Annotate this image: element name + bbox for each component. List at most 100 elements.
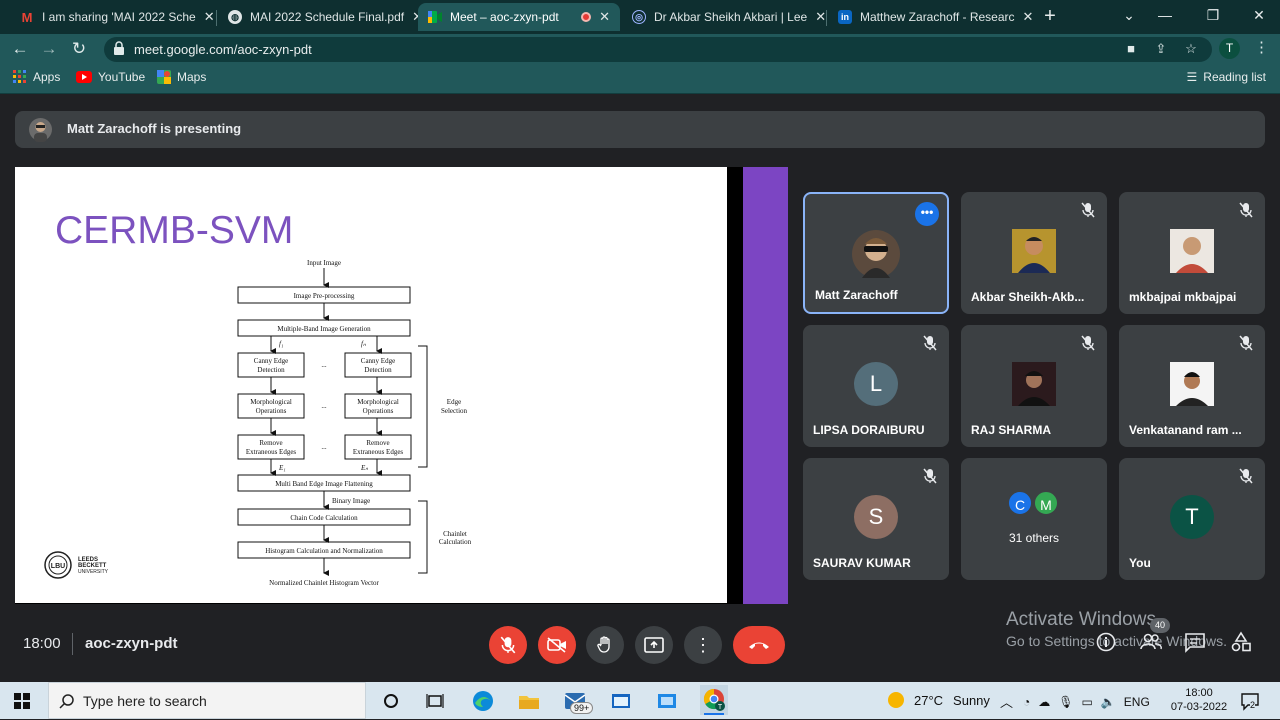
bookmark-apps[interactable]: Apps (13, 70, 60, 84)
back-icon[interactable]: ← (11, 39, 29, 58)
bookmark-label: Apps (33, 70, 61, 84)
presenter-avatar (29, 118, 52, 142)
system-clock[interactable]: 18:00 07-03-2022 (1170, 686, 1228, 714)
lock-icon (114, 41, 124, 55)
chat-button[interactable] (1184, 632, 1208, 656)
share-icon[interactable]: ⇪ (1155, 41, 1167, 56)
reload-icon[interactable]: ↻ (71, 39, 87, 58)
battery-icon[interactable]: ▭ (1081, 694, 1093, 709)
microphone-icon[interactable]: 🎙 (1058, 694, 1074, 709)
participant-tile[interactable]: Venkatanand ram ... (1119, 325, 1265, 447)
volume-icon[interactable]: 🔈 (1100, 694, 1116, 709)
participant-tile[interactable]: S SAURAV KUMAR (803, 458, 949, 580)
participant-tile[interactable]: RAJ SHARMA (961, 325, 1107, 447)
tab-profile-page[interactable]: ◎ Dr Akbar Sheikh Akbari | Lee ✕ (622, 3, 827, 31)
tab-search-icon[interactable]: ⌄ (1123, 7, 1135, 23)
reading-list-label: Reading list (1203, 70, 1266, 84)
hang-up-icon (749, 642, 769, 649)
notification-center-button[interactable]: 2 (1240, 691, 1260, 711)
participant-avatar: L (854, 362, 898, 406)
bookmark-youtube[interactable]: YouTube (76, 70, 145, 84)
others-tile[interactable]: C M 31 others (961, 458, 1107, 580)
app-taskbar-button[interactable] (654, 688, 680, 714)
participant-name: Matt Zarachoff (815, 288, 898, 302)
raise-hand-button[interactable] (586, 626, 624, 664)
activities-button[interactable] (1230, 631, 1254, 656)
address-bar[interactable]: meet.google.com/aoc-zxyn-pdt ■ ⇪ ☆ (104, 37, 1212, 62)
window-app-icon (612, 694, 630, 708)
close-icon[interactable]: ✕ (203, 9, 215, 24)
minimize-icon[interactable]: — (1158, 7, 1172, 23)
browser-menu-icon[interactable]: ⋮ (1254, 39, 1269, 56)
network-icon[interactable]: ◔ (1023, 694, 1031, 709)
new-tab-button[interactable]: + (1044, 5, 1056, 27)
university-logo: LBU LEEDS BECKETT UNIVERSITY (43, 550, 123, 584)
participant-name: mkbajpai mkbajpai (1129, 290, 1237, 304)
chrome-icon: T (703, 688, 725, 715)
present-now-button[interactable] (635, 626, 673, 664)
bookmark-star-icon[interactable]: ☆ (1185, 41, 1197, 56)
self-tile[interactable]: T You (1119, 458, 1265, 580)
close-icon[interactable]: ✕ (599, 9, 610, 24)
restore-icon[interactable]: ❐ (1206, 7, 1220, 23)
close-icon[interactable]: ✕ (1022, 9, 1034, 24)
flow-flatten-label: Multi Band Edge Image Flattening (275, 480, 373, 488)
temperature: 27°C (914, 692, 944, 708)
forward-icon[interactable]: → (40, 39, 58, 58)
meeting-details-button[interactable] (1096, 632, 1120, 656)
camera-in-use-icon[interactable]: ■ (1127, 41, 1135, 56)
cortana-button[interactable] (378, 688, 404, 714)
search-placeholder: Type here to search (83, 693, 207, 709)
tab-pdf[interactable]: ◍ MAI 2022 Schedule Final.pdf ✕ (218, 3, 423, 31)
close-window-icon[interactable]: ✕ (1253, 7, 1265, 23)
flow-output-label: Normalized Chainlet Histogram Vector (269, 579, 379, 587)
taskbar-search-box[interactable]: Type here to search (48, 682, 366, 719)
edge-browser-icon (473, 691, 493, 711)
flow-canny-label-l2: Detection (257, 366, 285, 374)
flow-binary-label: Binary Image (332, 497, 370, 505)
tab-gmail[interactable]: M I am sharing 'MAI 2022 Sche ✕ (10, 3, 215, 31)
participant-tile[interactable]: mkbajpai mkbajpai (1119, 192, 1265, 314)
participant-mini-avatar: C (1007, 490, 1033, 516)
tab-linkedin[interactable]: in Matthew Zarachoff - Researc ✕ (828, 3, 1033, 31)
youtube-icon (76, 71, 92, 83)
flow-morph-label-l2: Operations (256, 407, 287, 415)
camera-toggle-button[interactable] (538, 626, 576, 664)
tab-divider (826, 10, 827, 26)
presenter-banner: Matt Zarachoff is presenting (15, 111, 1265, 148)
presentation-slide: CERMB-SVM (15, 167, 727, 603)
edge-taskbar-button[interactable] (470, 688, 496, 714)
participants-button[interactable] (1140, 632, 1164, 656)
flow-canny-label-l1: Canny Edge (361, 357, 395, 365)
maps-icon (157, 70, 171, 84)
task-view-button[interactable] (422, 688, 448, 714)
profile-avatar[interactable]: T (1219, 38, 1240, 59)
weather-widget[interactable]: 27°C Sunny (888, 692, 990, 708)
more-options-icon[interactable]: ••• (915, 202, 939, 226)
participant-name: RAJ SHARMA (971, 423, 1052, 437)
participant-tile[interactable]: ••• Matt Zarachoff (803, 192, 949, 314)
chrome-taskbar-button[interactable]: T (700, 685, 728, 715)
more-options-button[interactable]: ⋮ (684, 626, 722, 664)
close-icon[interactable]: ✕ (815, 9, 827, 24)
participant-tile[interactable]: Akbar Sheikh-Akb... (961, 192, 1107, 314)
participant-mini-avatar: M (1033, 490, 1059, 516)
chevron-up-icon[interactable]: ︿ (1000, 695, 1014, 710)
system-time: 18:00 (1185, 687, 1213, 699)
chainlet-label-l1: Chainlet (443, 530, 467, 538)
language-indicator[interactable]: ENG (1123, 694, 1150, 709)
close-icon[interactable]: ✕ (412, 9, 423, 25)
bookmark-maps[interactable]: Maps (157, 70, 206, 84)
file-explorer-button[interactable] (516, 688, 542, 714)
tab-meet[interactable]: Meet – aoc-zxyn-pdt ✕ (418, 3, 620, 31)
reading-list-button[interactable]: ☰ Reading list (1187, 70, 1266, 84)
leave-call-button[interactable] (733, 626, 785, 664)
cloud-icon[interactable]: ☁ (1038, 694, 1051, 709)
app-taskbar-button[interactable] (608, 688, 634, 714)
system-tray: ︿ ◔ ☁ 🎙 ▭ 🔈 ENG (1000, 692, 1150, 711)
windows-start-button[interactable] (14, 693, 30, 714)
mail-taskbar-button[interactable]: 99+ (562, 688, 594, 714)
participant-tile[interactable]: L LIPSA DORAIBURU (803, 325, 949, 447)
flow-preprocess-label: Image Pre-processing (294, 292, 355, 300)
microphone-toggle-button[interactable] (489, 626, 527, 664)
